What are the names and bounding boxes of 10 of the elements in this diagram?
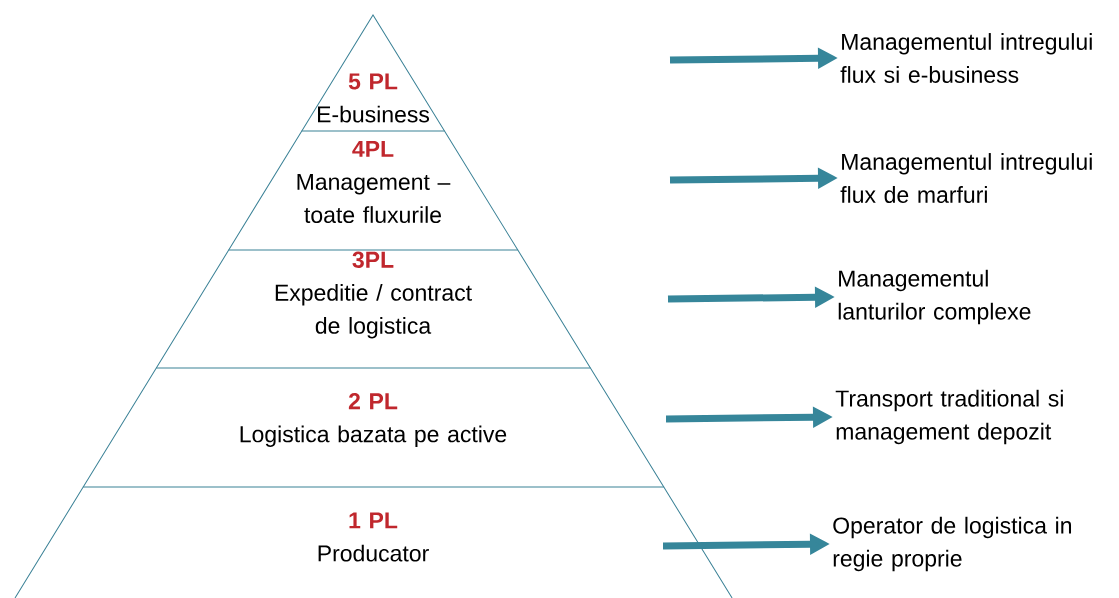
description-text: Managementul lanturilor complexe — [838, 269, 1031, 325]
pyramid-band: 5 PL E-business — [301, 14, 445, 132]
pyramid-band: 2 PL Logistica bazata pe active — [82, 367, 665, 488]
pyramid-band: 1 PL Producator — [14, 486, 733, 598]
pyramid-band: 3PL Expeditie / contract de logistica — [155, 249, 591, 369]
description-text: Transport traditional si management depozit — [835, 389, 1063, 445]
description-text: Operator de logistica in regie proprie — [833, 516, 1071, 572]
description-text: Managementul intregului flux de marfuri — [840, 153, 1092, 203]
pyramid-band: 4PL Management – toate fluxurile — [228, 130, 519, 251]
description-text: Managementul intregului flux si e-business — [840, 33, 1092, 83]
